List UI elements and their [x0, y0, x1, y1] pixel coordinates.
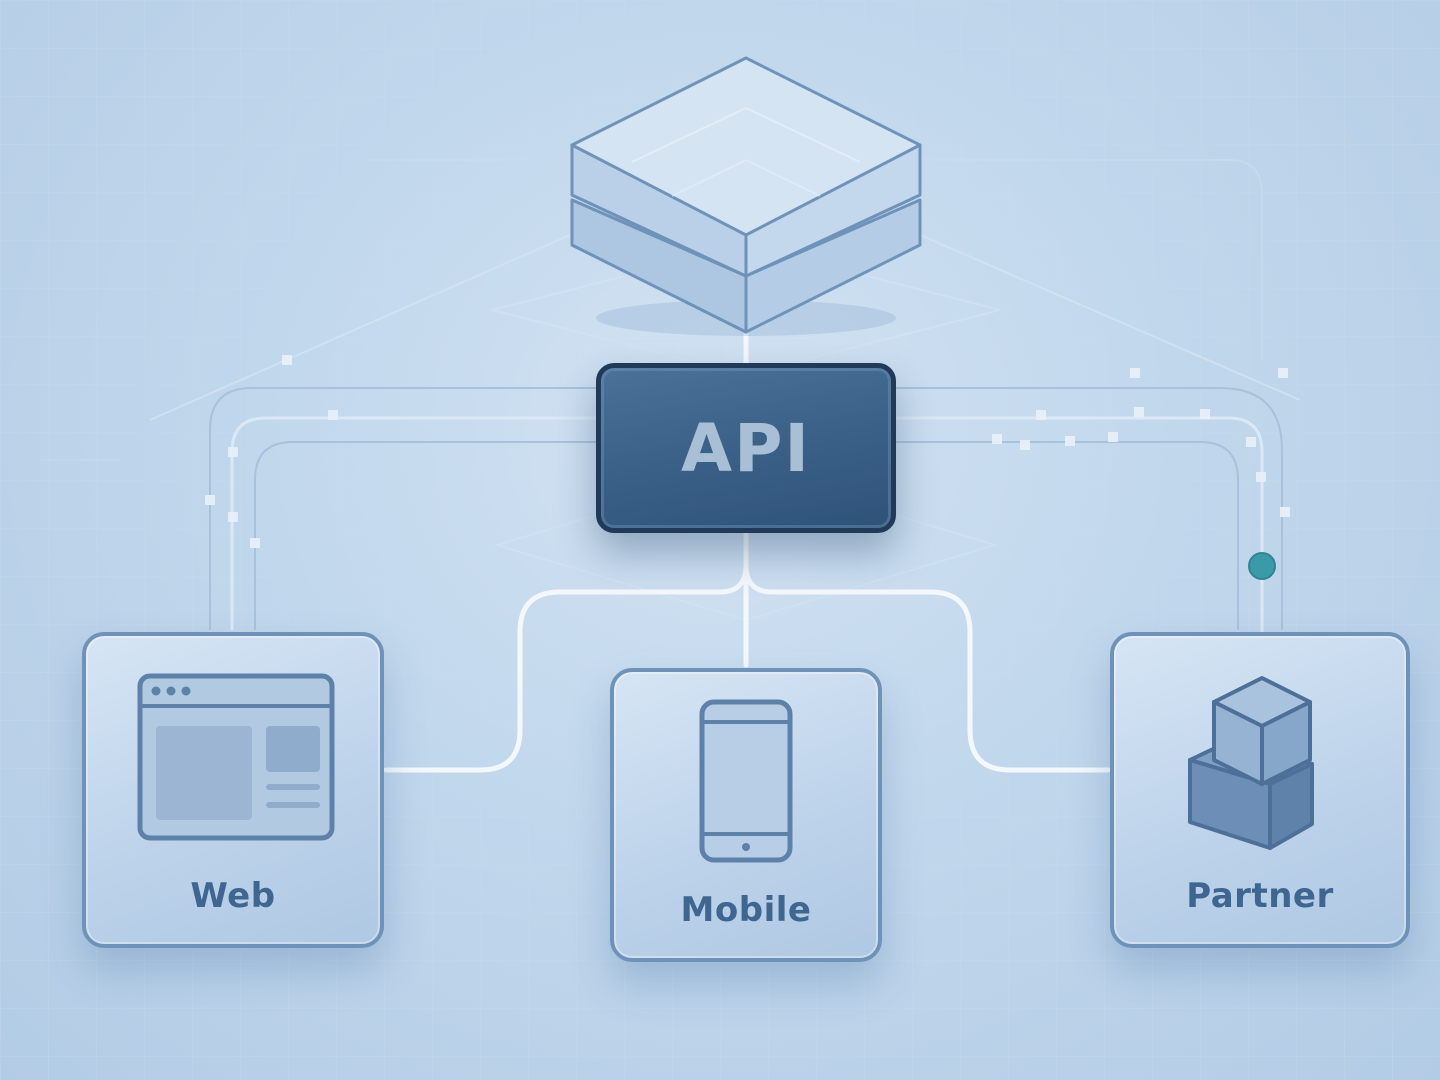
- faint-diagonal-right: [919, 234, 1301, 401]
- trace-web-outer: [209, 387, 596, 630]
- browser-window-icon: [137, 673, 335, 841]
- mobile-label: Mobile: [680, 890, 812, 930]
- mobile-client-card[interactable]: Mobile: [610, 668, 882, 962]
- packet: [228, 512, 238, 522]
- packet: [992, 434, 1002, 444]
- isometric-database-icon: [570, 56, 922, 336]
- packet: [1134, 407, 1144, 417]
- web-label: Web: [190, 876, 276, 916]
- trace-partner-outer: [896, 387, 1283, 630]
- trace-partner-inner: [896, 441, 1239, 630]
- packet: [1130, 368, 1140, 378]
- data-packets: [205, 355, 1290, 548]
- stacked-cubes-icon: [1188, 676, 1314, 850]
- smartphone-icon: [699, 699, 793, 863]
- web-client-card[interactable]: Web: [82, 632, 384, 948]
- partner-client-card[interactable]: Partner: [1110, 632, 1410, 948]
- packet: [205, 495, 215, 505]
- packet: [328, 410, 338, 420]
- packet: [1200, 409, 1210, 419]
- connector-api-partner: [743, 562, 1111, 773]
- accent-dot: [1248, 552, 1276, 580]
- trace-partner-highlight: [896, 416, 1264, 632]
- api-node[interactable]: API: [596, 363, 896, 533]
- packet: [1246, 437, 1256, 447]
- connector-api-web: [383, 562, 749, 773]
- api-label: API: [680, 409, 811, 487]
- packet: [1256, 472, 1266, 482]
- packet: [1108, 432, 1118, 442]
- packet: [228, 447, 238, 457]
- trace-top-faint: [365, 159, 1263, 360]
- packet: [1280, 507, 1290, 517]
- packet: [1036, 410, 1046, 420]
- packet: [1278, 368, 1288, 378]
- faint-diagonal-left: [149, 234, 571, 421]
- trace-web-inner: [254, 441, 596, 630]
- partner-label: Partner: [1186, 876, 1334, 916]
- packet: [1020, 440, 1030, 450]
- packet: [282, 355, 292, 365]
- packet: [1065, 436, 1075, 446]
- packet: [250, 538, 260, 548]
